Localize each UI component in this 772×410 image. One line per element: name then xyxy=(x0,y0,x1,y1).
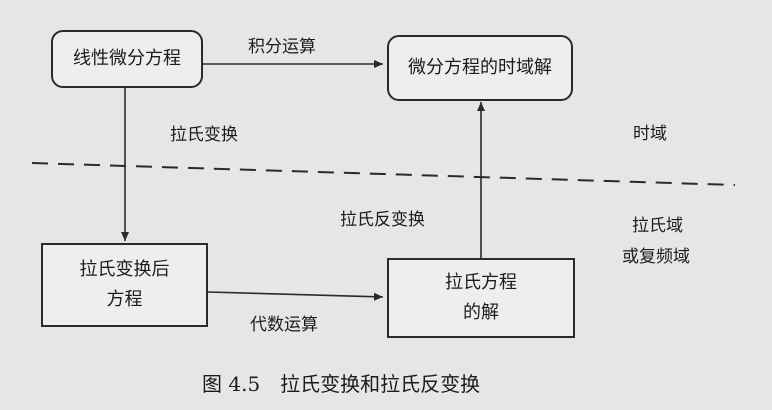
algebraic-label: 代数运算 xyxy=(250,315,318,335)
time-domain-label: 时域 xyxy=(633,124,667,144)
figure-title: 拉氏变换和拉氏反变换 xyxy=(280,372,481,396)
laplace-transform-label: 拉氏变换 xyxy=(170,125,238,145)
ode-time-solution-text: 微分方程的时域解 xyxy=(408,57,552,78)
laplace-equation-box: 拉氏变换后 方程 xyxy=(41,243,208,327)
figure-number: 图 4.5 xyxy=(202,372,261,396)
domain-divider xyxy=(31,162,736,186)
laplace-solution-line1: 拉氏方程 xyxy=(445,272,517,293)
figure-caption: 图 4.5 拉氏变换和拉氏反变换 xyxy=(202,368,480,397)
integral-label: 积分运算 xyxy=(248,37,316,57)
ode-time-solution-box: 微分方程的时域解 xyxy=(387,35,573,101)
laplace-solution-line2: 的解 xyxy=(463,302,499,323)
laplace-equation-line2: 方程 xyxy=(106,289,143,310)
linear-ode-box: 线性微分方程 xyxy=(51,30,203,88)
algebraic-arrow xyxy=(207,291,384,301)
laplace-solution-box: 拉氏方程 的解 xyxy=(387,258,575,338)
linear-ode-text: 线性微分方程 xyxy=(73,48,181,69)
laplace-domain-label-line2: 或复频域 xyxy=(622,247,690,267)
laplace-equation-line1: 拉氏变换后 xyxy=(79,259,170,280)
laplace-domain-label-line1: 拉氏域 xyxy=(632,216,683,236)
inverse-laplace-label: 拉氏反变换 xyxy=(340,210,425,230)
